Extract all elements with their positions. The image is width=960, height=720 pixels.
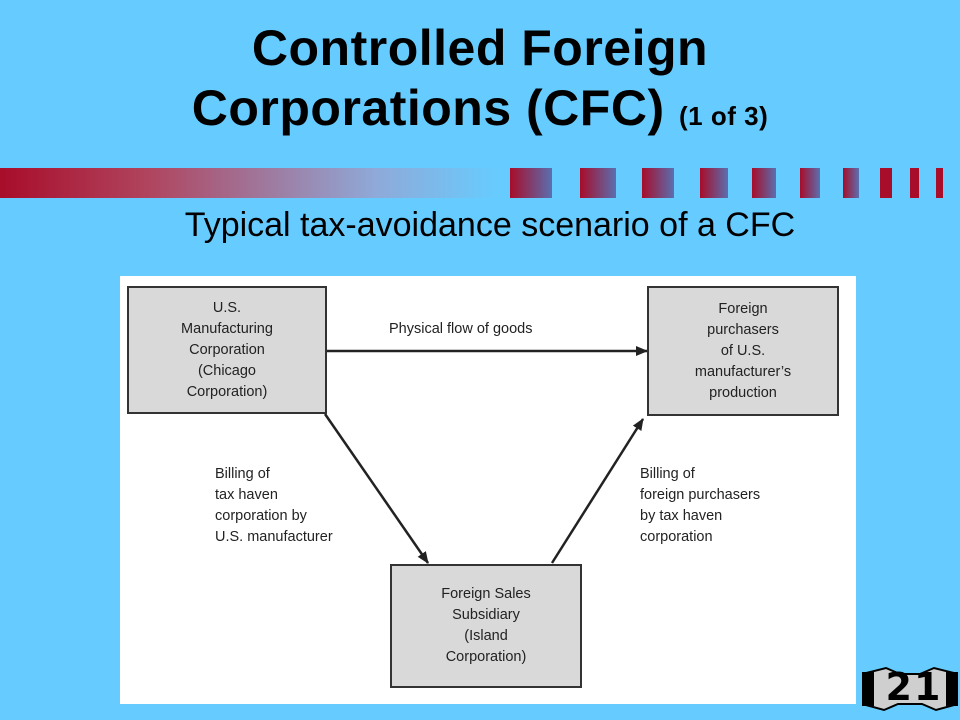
slide-subtitle: Typical tax-avoidance scenario of a CFC	[184, 206, 796, 244]
title-line-2: Corporations (CFC) (1 of 3)	[0, 78, 960, 146]
diagram-arrows	[323, 346, 648, 564]
label-billing-by-haven: Billing of foreign purchasers by tax hav…	[640, 466, 761, 545]
slide-title: Controlled Foreign Corporations (CFC) (1…	[0, 18, 960, 146]
label-physical-flow: Physical flow of goods	[389, 321, 533, 337]
label-billing-by-us: Billing of tax haven corporation by U.S.…	[215, 466, 333, 545]
decorative-block	[910, 168, 919, 198]
decorative-block	[642, 168, 674, 198]
title-part-indicator: (1 of 3)	[679, 101, 769, 131]
handshake-icon	[862, 666, 958, 712]
arrow-billing-by-haven	[550, 418, 645, 564]
box-us-manufacturer: U.S. Manufacturing Corporation (Chicago …	[127, 286, 327, 414]
decorative-block	[936, 168, 943, 198]
decorative-block	[510, 168, 552, 198]
slide-number: 21	[885, 665, 943, 709]
arrow-billing-by-us	[323, 413, 430, 564]
decorative-block	[843, 168, 859, 198]
box-foreign-sales-subsidiary: Foreign Sales Subsidiary (Island Corpora…	[390, 564, 582, 688]
box-foreign-purchasers: Foreign purchasers of U.S. manufacturer’…	[647, 286, 839, 416]
decorative-block	[580, 168, 616, 198]
title-line-2-text: Corporations (CFC)	[191, 80, 665, 136]
decorative-block	[752, 168, 776, 198]
decorative-block	[800, 168, 820, 198]
decorative-block	[700, 168, 728, 198]
decorative-block	[880, 168, 892, 198]
decorative-gradient-bar	[0, 168, 500, 198]
cfc-diagram: U.S. Manufacturing Corporation (Chicago …	[120, 276, 856, 704]
title-line-1: Controlled Foreign	[251, 20, 709, 76]
